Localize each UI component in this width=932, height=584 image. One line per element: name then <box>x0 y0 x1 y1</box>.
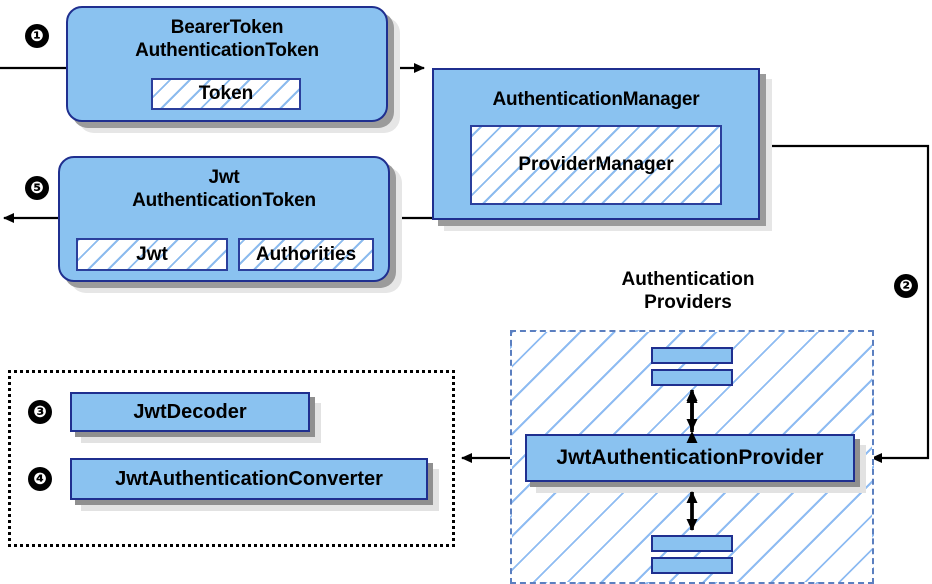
step-badge-2-text: ❷ <box>899 276 913 295</box>
authorities-label: Authorities <box>255 243 357 265</box>
step-badge-5-text: ❺ <box>30 178 44 197</box>
jwt-token-line1: Jwt <box>208 167 240 188</box>
authentication-providers-label: Authentication Providers <box>584 268 792 314</box>
generic-provider-bar-bottom-2[interactable] <box>651 557 733 574</box>
jwt-authentication-converter-label: JwtAuthenticationConverter <box>115 467 383 490</box>
step-badge-4: ❹ <box>28 467 52 491</box>
providers-label-line1: Authentication <box>621 269 755 290</box>
authentication-manager-title: AuthenticationManager <box>492 89 700 110</box>
inner-box-token[interactable]: Token <box>151 78 301 110</box>
bearer-token-line1: BearerToken <box>170 17 284 38</box>
provider-manager-label: ProviderManager <box>518 154 674 175</box>
generic-provider-bar-top-2[interactable] <box>651 369 733 386</box>
node-jwt-authentication-converter[interactable]: JwtAuthenticationConverter <box>70 458 428 500</box>
bearer-token-line2: AuthenticationToken <box>135 40 319 61</box>
generic-provider-bar-bottom-1[interactable] <box>651 535 733 552</box>
step-badge-1: ❶ <box>25 24 49 48</box>
inner-box-jwt[interactable]: Jwt <box>76 238 228 271</box>
jwt-decoder-label: JwtDecoder <box>133 400 247 423</box>
generic-provider-bar-top-1[interactable] <box>651 347 733 364</box>
node-jwt-authentication-provider[interactable]: JwtAuthenticationProvider <box>525 434 855 482</box>
inner-box-authorities[interactable]: Authorities <box>238 238 374 271</box>
jwt-authentication-provider-label: JwtAuthenticationProvider <box>556 446 824 469</box>
providers-label-line2: Providers <box>644 292 732 313</box>
step-badge-3-text: ❸ <box>33 402 47 421</box>
step-badge-4-text: ❹ <box>33 469 47 488</box>
jwt-label: Jwt <box>136 243 168 265</box>
step-badge-1-text: ❶ <box>30 26 44 45</box>
step-badge-3: ❸ <box>28 400 52 424</box>
node-jwt-decoder[interactable]: JwtDecoder <box>70 392 310 432</box>
step-badge-2: ❷ <box>894 274 918 298</box>
inner-box-provider-manager[interactable]: ProviderManager <box>470 125 722 205</box>
jwt-token-line2: AuthenticationToken <box>132 190 316 211</box>
token-label: Token <box>198 83 254 104</box>
container-support-components <box>8 370 455 547</box>
step-badge-5: ❺ <box>25 176 49 200</box>
